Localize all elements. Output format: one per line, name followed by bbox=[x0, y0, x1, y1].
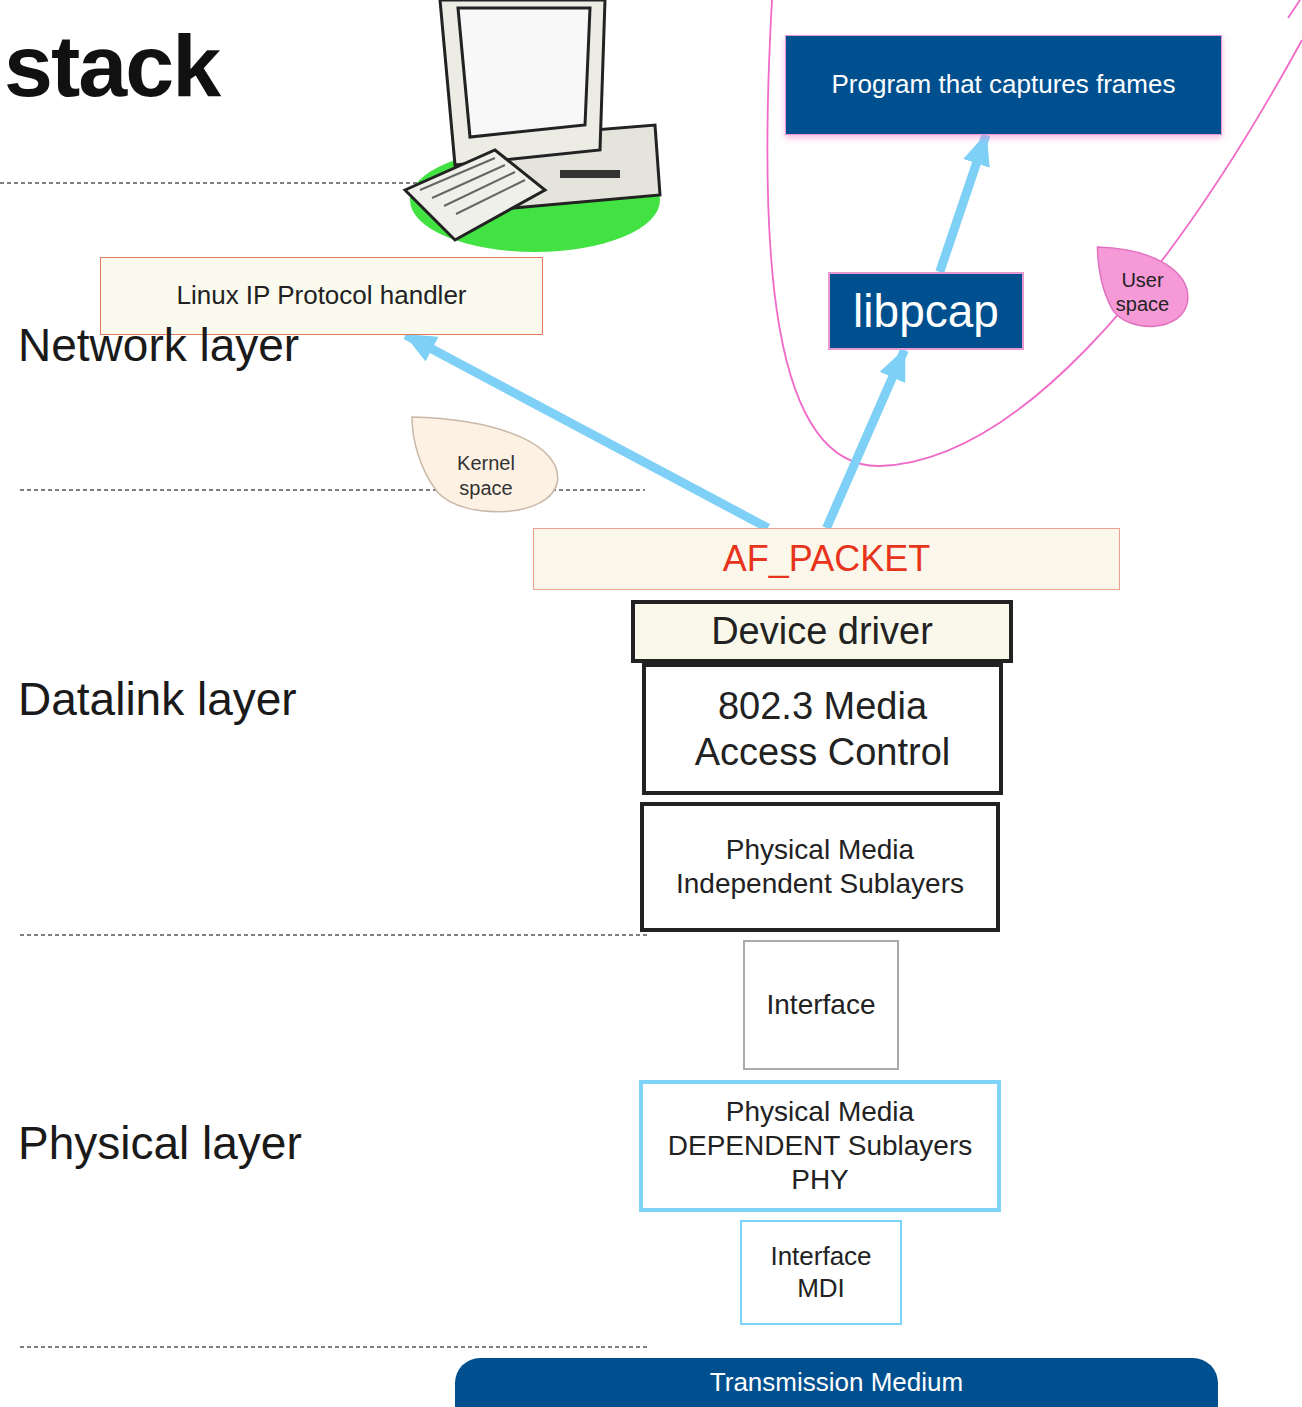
flow-arrow bbox=[827, 350, 905, 528]
kernel-space-tag: Kernel space bbox=[410, 415, 562, 522]
node-text: Physical Media DEPENDENT Sublayers PHY bbox=[655, 1095, 985, 1197]
user-space-tag: User space bbox=[1094, 245, 1192, 335]
node-text: Physical Media Independent Sublayers bbox=[660, 833, 980, 901]
interface-box: Interface bbox=[743, 940, 899, 1070]
layer-separator bbox=[20, 934, 650, 936]
sublayer-box: Physical Media Independent Sublayers bbox=[640, 802, 1000, 932]
mdi-box: Interface MDI bbox=[740, 1220, 902, 1325]
layer-separator bbox=[20, 1346, 650, 1348]
node-text: Interface MDI bbox=[756, 1241, 886, 1304]
socket-box: AF_PACKET bbox=[533, 528, 1120, 590]
layer-label: Network layer bbox=[18, 318, 299, 373]
node-text: Program that captures frames bbox=[832, 69, 1176, 101]
library-box: libpcap bbox=[828, 272, 1024, 350]
flow-arrow bbox=[406, 335, 768, 528]
node-text: AF_PACKET bbox=[723, 537, 930, 581]
node-text: libpcap bbox=[853, 283, 999, 339]
phy-box: Physical Media DEPENDENT Sublayers PHY bbox=[639, 1080, 1001, 1212]
node-text: Transmission Medium bbox=[710, 1367, 963, 1399]
layer-label: Physical layer bbox=[18, 1116, 302, 1171]
node-text: Device driver bbox=[711, 608, 933, 654]
computer-icon bbox=[405, 0, 660, 252]
flow-arrow bbox=[940, 135, 986, 272]
node-text: Linux IP Protocol handler bbox=[176, 280, 466, 312]
mac-box: 802.3 Media Access Control bbox=[642, 663, 1003, 795]
node-text: Kernel space bbox=[446, 451, 526, 500]
user-space-boundary bbox=[1288, 0, 1300, 18]
program-box: Program that captures frames bbox=[785, 35, 1222, 135]
layer-separator bbox=[0, 182, 430, 184]
page-title: stack bbox=[4, 22, 219, 110]
user-space-boundary bbox=[767, 0, 1302, 466]
layer-label: Datalink layer bbox=[18, 672, 297, 727]
node-text: User space bbox=[1108, 268, 1178, 317]
node-text: Interface bbox=[767, 988, 876, 1022]
medium-band: Transmission Medium bbox=[455, 1358, 1218, 1407]
node-text: 802.3 Media Access Control bbox=[683, 683, 963, 776]
driver-box: Device driver bbox=[631, 600, 1013, 663]
